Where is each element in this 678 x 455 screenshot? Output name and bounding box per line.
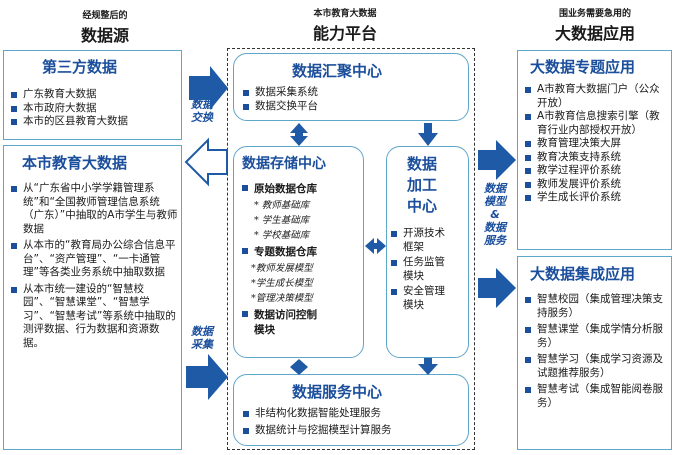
right-header-title: 大数据应用	[554, 24, 635, 43]
data-exchange-label-2: 交换	[191, 111, 213, 124]
raw-data-warehouse: 原始数据仓库	[242, 181, 317, 196]
topic-apps-panel: 大数据专题应用 A市教育大数据门户（公众开放） A市教育信息搜索引擎（教育行业内…	[517, 50, 672, 250]
topic-sub-student: *学生成长模型	[251, 278, 313, 289]
model-label-5: 服务	[484, 234, 506, 247]
service-center-panel: 数据服务中心 非结构化数据智能处理服务 数据统计与挖掘模型计算服务	[233, 374, 469, 446]
raw-sub-teacher: * 教师基础库	[254, 200, 310, 211]
arrow-right-icon	[478, 268, 516, 308]
raw-sub-student: * 学生基础库	[254, 215, 310, 226]
arrow-down-icon	[418, 358, 438, 375]
city-data-item: 从本市统一建设的“智慧校园”、“智慧课堂”、“智慧学习”、“智慧考试”等系统中抽…	[10, 283, 178, 351]
data-collect-label-1: 数据	[191, 325, 213, 338]
processing-item: 开源技术框架	[390, 227, 454, 254]
service-item: 非结构化数据智能处理服务	[242, 407, 466, 421]
data-collect-label: 数据 采集	[186, 325, 218, 351]
raw-sub-school: * 学校基础库	[254, 230, 310, 241]
model-label-1: 数据	[484, 182, 506, 195]
topic-app-item: A市教育信息搜索引擎（教育行业内部授权开放）	[524, 110, 670, 137]
processing-item: 安全管理模块	[390, 285, 454, 312]
city-data-item: 从本市的“教育局办公综合信息平台”、“资产管理”、“一卡通管理”等各类业务系统中…	[10, 239, 178, 280]
processing-center-title-2: 加工	[407, 176, 438, 194]
third-party-data-panel: 第三方数据 广东教育大数据 本市政府大数据 本市的区县教育大数据	[3, 50, 182, 140]
topic-app-item: 教学过程评价系统	[524, 164, 670, 178]
topic-app-item: 教师发展评价系统	[524, 178, 670, 192]
topic-sub-decision: *管理决策模型	[251, 293, 313, 304]
data-access-control-line2: 模块	[254, 324, 275, 336]
topic-apps-title: 大数据专题应用	[530, 58, 636, 76]
arrow-right-icon	[478, 140, 516, 180]
processing-center-panel: 数据 加工 中心 开源技术框架 任务监管模块 安全管理模块	[386, 146, 469, 358]
topic-app-item: A市教育大数据门户（公众开放）	[524, 83, 670, 110]
arrow-right-icon	[189, 66, 228, 110]
city-data-item: 从“广东省中小学学籍管理系统”和“全国教师管理信息系统（广东）”中抽取的A市学生…	[10, 182, 178, 236]
data-access-control: 数据访问控制	[242, 307, 317, 322]
topic-data-warehouse: 专题数据仓库	[242, 244, 317, 259]
left-header-subtitle: 经规整后的	[82, 11, 128, 21]
integrated-apps-title: 大数据集成应用	[530, 265, 636, 283]
service-center-title: 数据服务中心	[292, 383, 383, 401]
storage-center-title: 数据存储中心	[242, 156, 326, 172]
data-exchange-label-1: 数据	[191, 98, 213, 111]
data-model-service-label: 数据 模型 & 数据 服务	[476, 182, 514, 247]
arrow-updown-icon	[290, 123, 308, 146]
convergence-center-panel: 数据汇聚中心 数据采集系统 数据交换平台	[233, 53, 469, 121]
convergence-item: 数据交换平台	[242, 100, 462, 114]
processing-center-title-3: 中心	[407, 197, 438, 215]
arrow-down-icon	[418, 123, 438, 146]
data-exchange-label: 数据 交换	[186, 98, 218, 124]
middle-header-subtitle: 本市教育大数据	[313, 9, 377, 19]
platform-dashed-frame	[227, 48, 475, 450]
city-education-data-list: 从“广东省中小学学籍管理系统”和“全国教师管理信息系统（广东）”中抽取的A市学生…	[10, 182, 178, 350]
topic-app-item: 教育管理决策大屏	[524, 137, 670, 151]
storage-center-panel: 数据存储中心 原始数据仓库 * 教师基础库 * 学生基础库 * 学校基础库 专题…	[233, 146, 364, 358]
arrow-right-icon	[186, 354, 228, 400]
model-label-2: 模型	[484, 195, 506, 208]
model-label-3: &	[490, 208, 500, 221]
processing-item: 任务监管模块	[390, 256, 454, 283]
arrow-updown-icon	[290, 359, 308, 375]
left-header-title: 数据源	[80, 26, 129, 45]
third-party-item: 广东教育大数据	[10, 88, 180, 102]
topic-sub-teacher: *教师发展模型	[251, 263, 313, 274]
integrated-app-item: 智慧考试（集成智能阅卷服务）	[524, 383, 668, 410]
third-party-item: 本市的区县教育大数据	[10, 115, 180, 129]
city-education-data-panel: 本市教育大数据 从“广东省中小学学籍管理系统”和“全国教师管理信息系统（广东）”…	[3, 145, 182, 450]
model-label-4: 数据	[484, 221, 506, 234]
convergence-center-title: 数据汇聚中心	[292, 62, 383, 80]
data-collect-label-2: 采集	[191, 338, 213, 351]
service-item: 数据统计与挖掘模型计算服务	[242, 424, 466, 438]
arrow-leftright-icon	[365, 238, 386, 254]
integrated-apps-panel: 大数据集成应用 智慧校园（集成管理决策支持服务） 智慧课堂（集成学情分析服务） …	[517, 256, 672, 450]
convergence-item: 数据采集系统	[242, 86, 462, 100]
middle-header-title: 能力平台	[312, 24, 377, 43]
city-education-data-title: 本市教育大数据	[22, 154, 128, 172]
integrated-app-item: 智慧课堂（集成学情分析服务）	[524, 323, 668, 350]
arrow-left-hollow-icon	[184, 137, 228, 187]
integrated-app-item: 智慧学习（集成学习资源及试题推荐服务）	[524, 353, 668, 380]
third-party-data-title: 第三方数据	[42, 58, 118, 76]
service-center-list: 非结构化数据智能处理服务 数据统计与挖掘模型计算服务	[242, 407, 466, 437]
topic-app-item: 教育决策支持系统	[524, 151, 670, 165]
processing-center-title-1: 数据	[407, 155, 438, 173]
third-party-item: 本市政府大数据	[10, 102, 180, 116]
topic-apps-list: A市教育大数据门户（公众开放） A市教育信息搜索引擎（教育行业内部授权开放） 教…	[524, 83, 670, 205]
convergence-center-list: 数据采集系统 数据交换平台	[242, 86, 462, 113]
processing-center-list: 开源技术框架 任务监管模块 安全管理模块	[390, 227, 454, 312]
third-party-data-list: 广东教育大数据 本市政府大数据 本市的区县教育大数据	[10, 88, 180, 129]
topic-app-item: 学生成长评价系统	[524, 191, 670, 205]
integrated-app-item: 智慧校园（集成管理决策支持服务）	[524, 293, 668, 320]
integrated-apps-list: 智慧校园（集成管理决策支持服务） 智慧课堂（集成学情分析服务） 智慧学习（集成学…	[524, 293, 668, 410]
right-header-subtitle: 围业务需要急用的	[558, 9, 631, 19]
